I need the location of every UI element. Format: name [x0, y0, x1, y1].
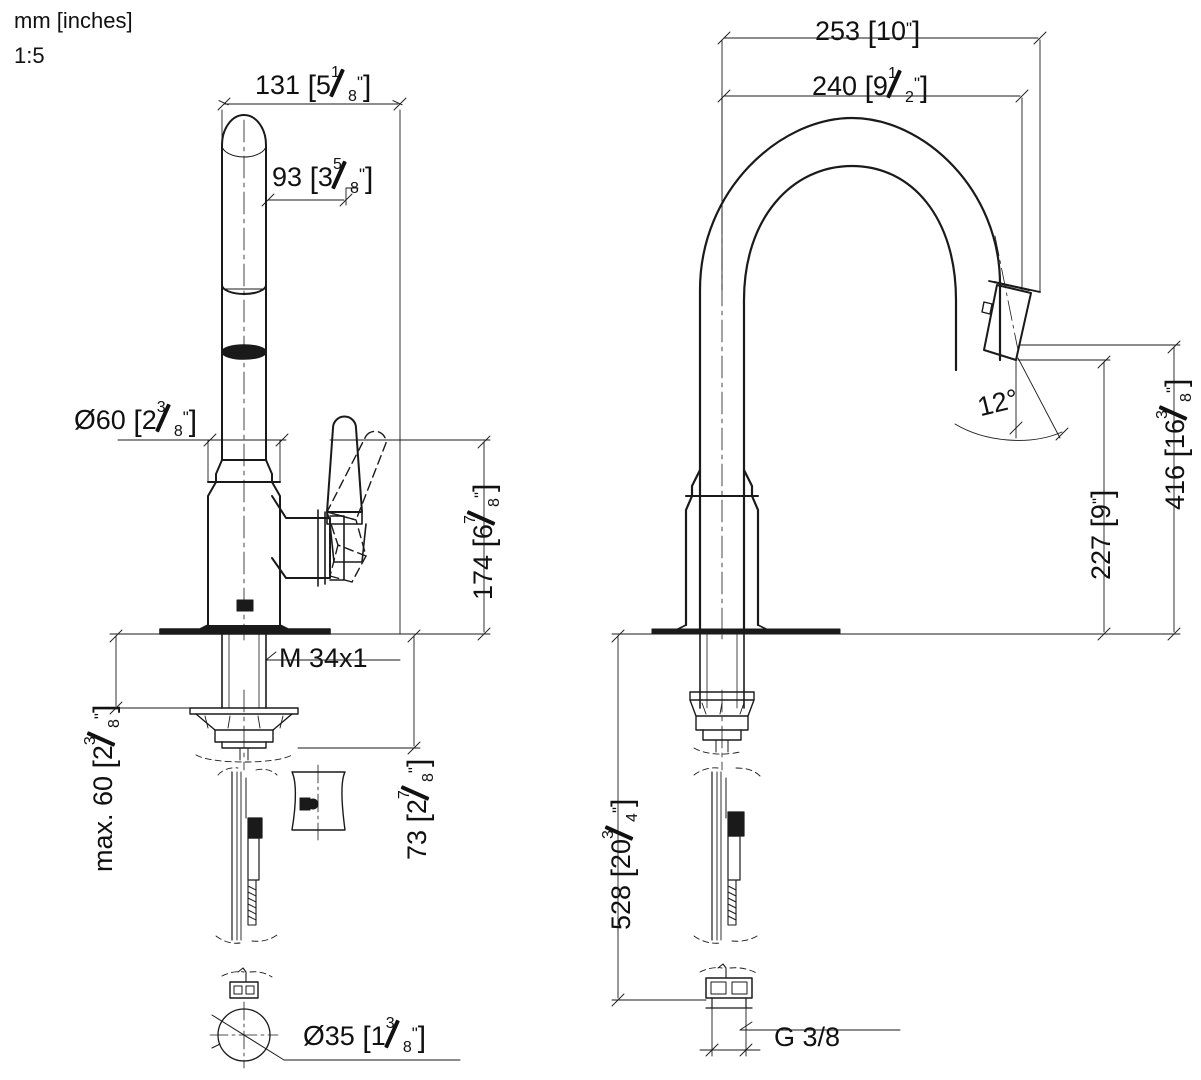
scale-note: 1:5: [14, 43, 45, 68]
units-note: mm [inches]: [14, 8, 133, 33]
front-view-geometry: [159, 114, 461, 1069]
front-view-dimension-lines: [109, 97, 491, 755]
side-view-dimension-lines: [611, 31, 1181, 1057]
dim-overall-reach-label: 253 [10"]: [815, 16, 921, 49]
dim-thread-callout-label: M 34x1: [279, 643, 368, 673]
dim-supply-connection-label: G 3/8: [774, 1022, 841, 1052]
side-view-geometry: [651, 116, 1041, 1009]
